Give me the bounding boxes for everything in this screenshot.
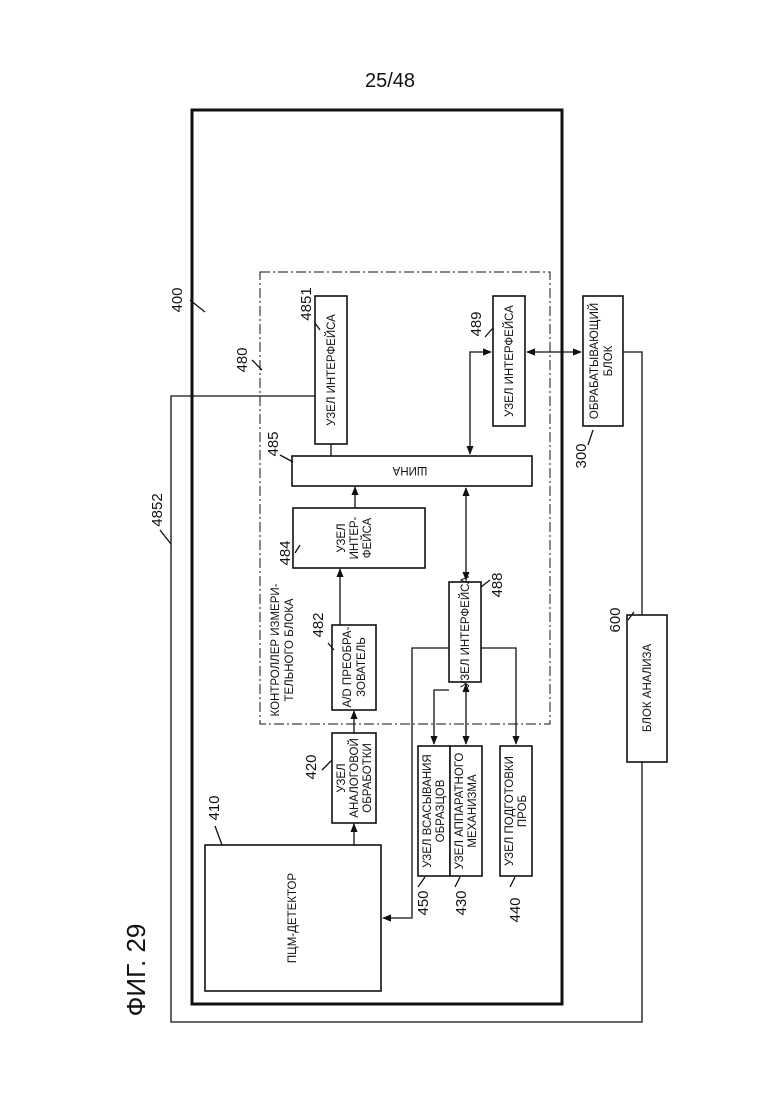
controller-label-1: КОНТРОЛЛЕР ИЗМЕРИ- <box>270 583 282 716</box>
arrow-iface488-prep <box>481 648 516 744</box>
leader-4852 <box>160 530 171 544</box>
iface489-label: УЗЕЛ ИНТЕРФЕЙСА <box>503 305 516 417</box>
ref-410: 410 <box>206 795 223 820</box>
ref-4851: 4851 <box>298 287 315 320</box>
ref-600: 600 <box>607 607 624 632</box>
mechanism-label-2: МЕХАНИЗМА <box>467 774 479 848</box>
ref-450: 450 <box>415 890 432 915</box>
ref-488: 488 <box>489 572 506 597</box>
analysis-label: БЛОК АНАЛИЗА <box>642 644 654 733</box>
adc-label-1: A/D ПРЕОБРА- <box>342 626 354 707</box>
leader-430 <box>455 877 460 887</box>
bus-label: ШИНА <box>392 464 427 476</box>
ref-485: 485 <box>265 431 282 456</box>
prep-label-1: УЗЕЛ ПОДГОТОВКИ <box>504 756 516 866</box>
iface488-label: УЗЕЛ ИНТЕРФЕЙСА <box>459 576 472 688</box>
suction-label-1: УЗЕЛ ВСАСЫВАНИЯ <box>422 754 434 868</box>
arrow-bus-iface489 <box>470 352 491 454</box>
ref-400: 400 <box>169 287 186 312</box>
leader-300 <box>588 430 593 445</box>
iface4851-label: УЗЕЛ ИНТЕРФЕЙСА <box>325 314 338 426</box>
analog-label-3: ОБРАБОТКИ <box>362 743 374 812</box>
adc-box <box>332 625 376 710</box>
ref-300: 300 <box>573 443 590 468</box>
ref-484: 484 <box>277 540 294 565</box>
leader-440 <box>510 877 515 887</box>
leader-420 <box>322 760 332 770</box>
ref-4852: 4852 <box>149 493 166 526</box>
leader-410 <box>215 826 222 845</box>
processing-label-1: ОБРАБАТЫВАЮЩИЙ <box>588 303 601 419</box>
ref-440: 440 <box>507 897 524 922</box>
controller-label-2: ТЕЛЬНОГО БЛОКА <box>284 598 296 701</box>
ref-489: 489 <box>468 311 485 336</box>
analog-label-2: АНАЛОГОВОЙ <box>348 738 361 817</box>
ref-430: 430 <box>453 890 470 915</box>
analog-label-1: УЗЕЛ <box>336 763 348 792</box>
iface484-label-2: ИНТЕР- <box>349 516 361 559</box>
prep-label-2: ПРОБ <box>517 795 529 827</box>
leader-450 <box>418 877 425 887</box>
detector-label: ПЦМ-ДЕТЕКТОР <box>287 873 299 963</box>
ref-482: 482 <box>310 612 327 637</box>
ref-480: 480 <box>234 347 251 372</box>
iface484-label-1: УЗЕЛ <box>336 523 348 552</box>
suction-label-2: ОБРАЗЦОВ <box>435 779 447 842</box>
arrow-iface488-suction <box>434 690 449 744</box>
connection-600-300 <box>622 352 642 615</box>
leader-489 <box>485 328 493 337</box>
processing-label-2: БЛОК <box>603 345 615 376</box>
adc-label-2: ЗОВАТЕЛЬ <box>356 637 368 697</box>
ref-420: 420 <box>303 754 320 779</box>
figure-label: ФИГ. 29 <box>121 924 151 1017</box>
iface484-label-3: ФЕЙСА <box>361 517 374 558</box>
mechanism-label-1: УЗЕЛ АППАРАТНОГО <box>454 753 466 870</box>
